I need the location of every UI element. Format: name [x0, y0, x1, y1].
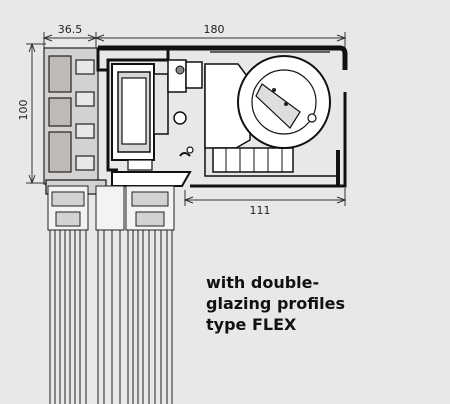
glazing-profile-left: [47, 185, 89, 404]
caption-line-1: with double-: [206, 273, 320, 292]
caption-line-3: type FLEX: [206, 315, 297, 334]
caption: with double- glazing profiles type FLEX: [206, 272, 345, 335]
caption-line-2: glazing profiles: [206, 294, 345, 313]
motor-unit: [204, 55, 331, 173]
dimension-cover-width: [183, 188, 347, 206]
dimension-label-180: 180: [204, 23, 225, 36]
glazing-profile-right: [125, 185, 175, 404]
dimension-label-100: 100: [17, 100, 30, 121]
frame-profile: [43, 47, 99, 185]
drive-housing: [96, 45, 348, 188]
glazing-profile-middle: [95, 185, 125, 404]
carriage: [111, 59, 203, 171]
dimension-label-36-5: 36.5: [58, 23, 83, 36]
dimension-label-111: 111: [250, 204, 271, 217]
dimension-height: [26, 42, 100, 185]
clip-hook: [179, 152, 191, 157]
dimension-drive-width: [94, 32, 347, 48]
